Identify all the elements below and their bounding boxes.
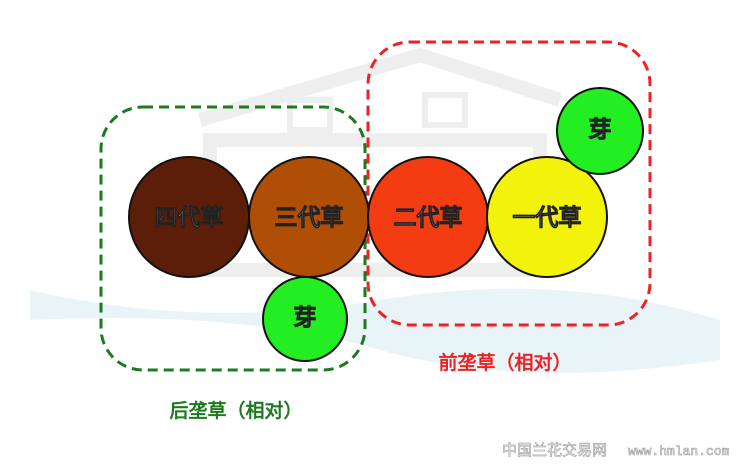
bud-front-circle <box>556 87 644 175</box>
watermark-site-name: 中国兰花交易网 <box>502 441 607 459</box>
front-row-group-box <box>366 40 652 327</box>
second-gen-grass-node: 二代草 <box>367 156 489 278</box>
first-gen-grass-node: 一代草 <box>486 156 608 278</box>
third-gen-grass-label: 三代草 <box>275 205 344 231</box>
fourth-gen-grass-label: 四代草 <box>155 205 224 231</box>
fourth-gen-grass-node: 四代草 <box>128 156 250 278</box>
first-gen-grass-circle <box>486 156 608 278</box>
third-gen-grass-node: 三代草 <box>248 156 370 278</box>
bud-back-label: 芽 <box>294 305 317 331</box>
back-row-group-box <box>99 105 367 372</box>
watermark-url: www.hmlan.com <box>628 444 730 459</box>
background-wave <box>30 288 720 373</box>
bud-front-label: 芽 <box>589 117 612 143</box>
bud-back-circle <box>262 276 348 362</box>
second-gen-grass-label: 二代草 <box>394 205 463 231</box>
first-gen-grass-label: 一代草 <box>513 205 582 231</box>
front-row-label: 前垄草（相对） <box>438 351 571 374</box>
bud-front-node: 芽 <box>556 87 644 175</box>
bud-back-node: 芽 <box>262 276 348 362</box>
back-row-label: 后垄草（相对） <box>169 399 302 422</box>
